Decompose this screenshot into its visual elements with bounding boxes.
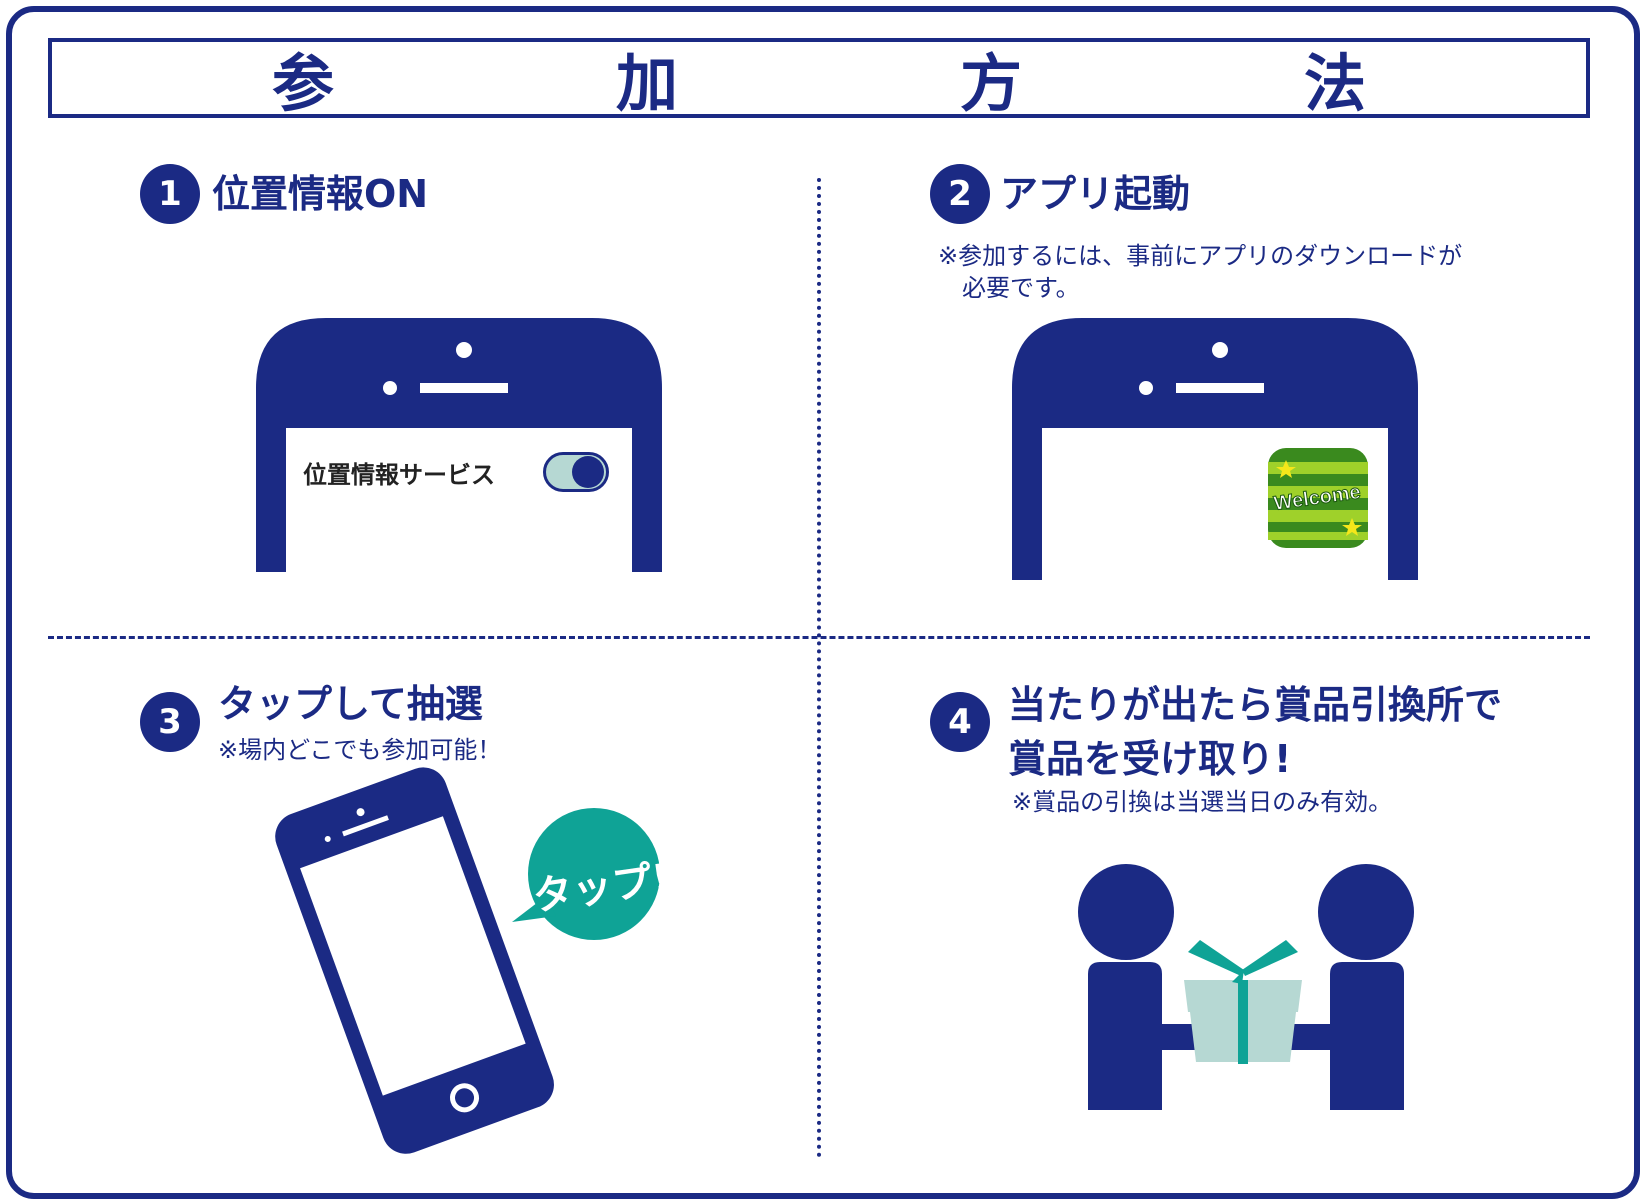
location-toggle-switch[interactable] <box>543 452 609 492</box>
step3-number: 3 <box>140 692 200 752</box>
step2-title: アプリ起動 <box>1000 172 1191 216</box>
step2-number: 2 <box>930 164 990 224</box>
step4-title: 当たりが出たら賞品引換所で 賞品を受け取り! <box>1008 683 1503 781</box>
step1-phone-icon <box>256 318 662 572</box>
step1-title: 位置情報ON <box>212 172 429 216</box>
tilted-phone-icon <box>275 767 554 1154</box>
step3-note: ※場内どこでも参加可能！ <box>218 736 502 764</box>
step4-number: 4 <box>930 692 990 752</box>
step2-phone-icon <box>1012 318 1418 580</box>
step3-title: タップして抽選 <box>218 682 483 726</box>
tap-speech-bubble <box>512 808 660 940</box>
outer-frame <box>6 6 1640 1199</box>
page-title-box: 参 加 方 法 <box>48 38 1590 120</box>
step4-note: ※賞品の引換は当選当日のみ有効。 <box>1012 788 1393 816</box>
step1-number: 1 <box>140 164 200 224</box>
vertical-divider <box>817 178 821 1158</box>
app-icon[interactable]: Welcome <box>1268 448 1368 548</box>
step2-note: ※参加するには、事前にアプリのダウンロードが 必要です。 <box>938 242 1463 302</box>
location-service-label: 位置情報サービス <box>303 461 495 489</box>
page-title: 参 加 方 法 <box>271 47 1476 120</box>
horizontal-divider <box>48 636 1590 639</box>
prize-handover-illustration <box>1078 864 1414 1110</box>
